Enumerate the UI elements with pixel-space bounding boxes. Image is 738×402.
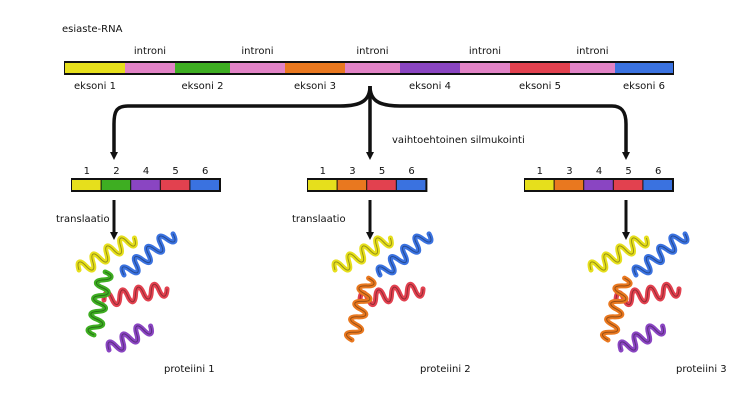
exon-segment [367,180,396,190]
exon-segment [190,180,219,190]
exon-number: 1 [84,166,90,177]
intron-label: introni [356,46,388,57]
exon-number: 5 [625,166,631,177]
helix-shape [631,231,690,278]
splicing-brace-arrow [110,85,372,160]
exon-number: 6 [202,166,208,177]
exon-segment [525,180,554,190]
pre-mrna-bar: eksoni 1 introni eksoni 2 introni eksoni 3 in… [64,46,674,92]
exon-segment [615,63,673,73]
exon-segment [510,63,570,73]
exon-segment [400,63,460,73]
protein-label: proteiini 2 [420,364,471,375]
helix-shape [331,235,394,273]
exon-segment [584,180,613,190]
exon-label: eksoni 1 [74,81,116,92]
intron-segment [460,63,510,73]
mrna-variant-2: 1 3 5 6 translaatio proteiini 2 [292,166,471,375]
exon-label: eksoni 2 [182,81,224,92]
helix-shape [105,323,155,353]
exon-label: eksoni 6 [623,81,665,92]
exon-segment [613,180,643,190]
helix-shape [617,323,667,353]
exon-number: 5 [172,166,178,177]
intron-label: introni [469,46,501,57]
helix-shape [600,275,633,343]
pre-mrna-title: esiaste-RNA [62,24,123,35]
exon-number: 2 [113,166,119,177]
exon-segment [554,180,584,190]
exon-segment [101,180,131,190]
intron-label: introni [576,46,608,57]
intron-segment [230,63,285,73]
mrna-variants: 1 2 4 5 6 translaatio proteiini 1 1 3 5 6 translaat… [56,166,727,375]
protein-label: proteiini 1 [164,364,215,375]
helix-shape [75,235,138,273]
intron-segment [570,63,615,73]
splicing-brace-arrow [368,85,630,160]
exon-segment [175,63,230,73]
intron-segment [345,63,400,73]
splicing-label: vaihtoehtoinen silmukointi [392,135,525,146]
exon-number: 6 [408,166,414,177]
helix-shape [587,235,650,273]
helix-shape [357,281,426,308]
intron-segment [125,63,175,73]
mrna-variant-1: 1 2 4 5 6 translaatio proteiini 1 [56,166,221,375]
exon-segment [643,180,672,190]
exon-label: eksoni 5 [519,81,561,92]
intron-label: introni [241,46,273,57]
exon-number: 1 [320,166,326,177]
helix-shape [85,269,114,338]
exon-segment [131,180,160,190]
mrna-variant-3: 1 3 4 5 6 proteiini 3 [524,166,727,375]
exon-segment [65,63,125,73]
helix-shape [344,275,377,343]
protein-structure [331,231,434,343]
exon-segment [160,180,190,190]
exon-segment [396,180,426,190]
translation-label: translaatio [292,214,346,225]
exon-number: 4 [143,166,149,177]
protein-label: proteiini 3 [676,364,727,375]
exon-number: 4 [596,166,602,177]
exon-segment [285,63,345,73]
exon-number: 1 [537,166,543,177]
exon-segment [308,180,337,190]
helix-shape [375,231,434,278]
helix-shape [101,281,170,308]
protein-structure [587,231,690,353]
translation-label: translaatio [56,214,110,225]
helix-shape [119,231,178,278]
exon-segment [337,180,367,190]
exon-number: 3 [349,166,355,177]
helix-shape [613,281,682,308]
exon-number: 6 [655,166,661,177]
intron-label: introni [134,46,166,57]
exon-segment [72,180,101,190]
exon-label: eksoni 3 [294,81,336,92]
exon-number: 3 [566,166,572,177]
exon-number: 5 [379,166,385,177]
protein-structure [75,231,178,353]
exon-label: eksoni 4 [409,81,451,92]
